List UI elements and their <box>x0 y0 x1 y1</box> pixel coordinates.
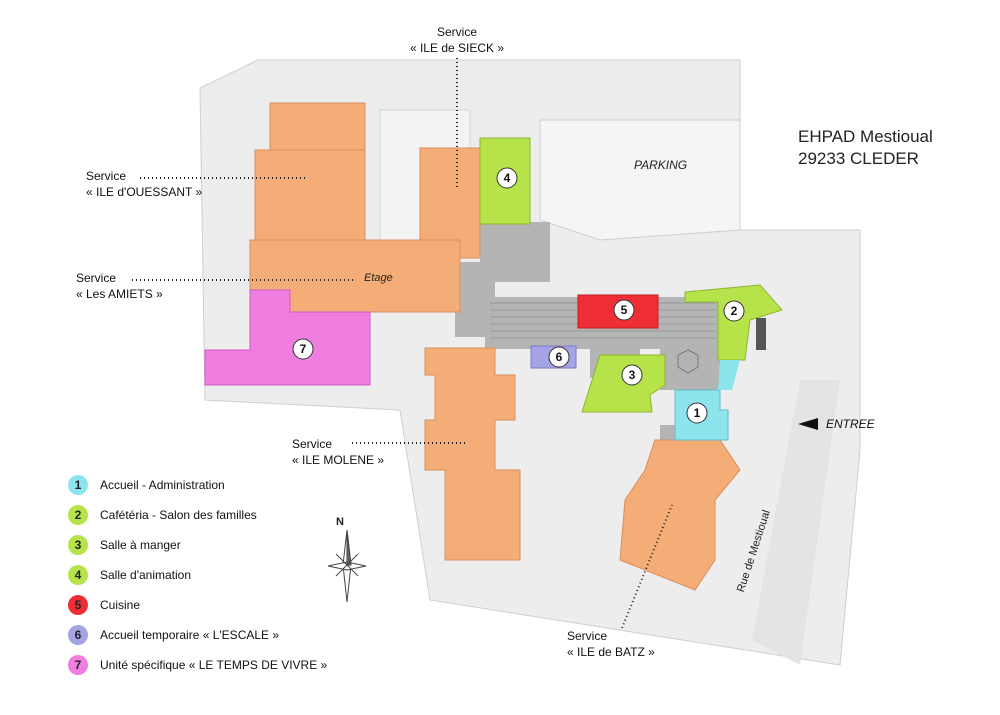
parking-label: PARKING <box>634 158 688 172</box>
legend-item: 1 Accueil - Administration <box>68 470 327 500</box>
service-label-ouessant: Service « ILE d'OUESSANT » <box>86 169 203 199</box>
legend-number: 2 <box>68 505 88 525</box>
marker-7-label: 7 <box>300 342 307 356</box>
entrance-label: ENTREE <box>826 417 875 431</box>
compass-rose-icon <box>327 529 367 603</box>
leader-lines <box>132 58 673 629</box>
site-title-line2: 29233 CLEDER <box>798 149 919 168</box>
service-label-amiets: Service « Les AMIETS » <box>76 271 163 301</box>
legend-number: 4 <box>68 565 88 585</box>
legend-item: 6 Accueil temporaire « L'ESCALE » <box>68 620 327 650</box>
legend-label: Accueil - Administration <box>100 478 225 492</box>
building-temps-de-vivre <box>204 289 371 386</box>
marker-6 <box>548 346 570 368</box>
marker-1-label: 1 <box>694 406 701 420</box>
zone-accueil-annex <box>718 360 740 390</box>
zone-cafeteria <box>684 284 783 361</box>
service-label-batz: Service « ILE de BATZ » <box>567 629 655 659</box>
marker-1 <box>686 402 708 424</box>
marker-6-label: 6 <box>556 350 563 364</box>
marker-2-label: 2 <box>731 304 738 318</box>
legend-label: Salle d'animation <box>100 568 192 582</box>
legend-label: Cuisine <box>100 598 141 612</box>
zone-salle-a-manger <box>581 354 666 413</box>
building-ile-molene <box>424 347 521 561</box>
legend-item: 2 Cafétéria - Salon des familles <box>68 500 327 530</box>
marker-4 <box>496 167 518 189</box>
legend-label: Accueil temporaire « L'ESCALE » <box>100 628 280 642</box>
legend-label: Unité spécifique « LE TEMPS DE VIVRE » <box>100 658 328 672</box>
site-title-line1: EHPAD Mestioual <box>798 127 933 146</box>
service-label-molene: Service « ILE MOLENE » <box>292 437 385 467</box>
site-title: EHPAD Mestioual 29233 CLEDER <box>798 126 933 170</box>
legend-item: 5 Cuisine <box>68 590 327 620</box>
legend-number: 7 <box>68 655 88 675</box>
corridors <box>455 222 720 440</box>
legend-number: 6 <box>68 625 88 645</box>
legend-label: Salle à manger <box>100 538 181 552</box>
marker-2 <box>723 300 745 322</box>
parking-area <box>539 119 741 241</box>
entrance-arrow-icon <box>798 418 818 430</box>
marker-3 <box>621 364 643 386</box>
markers: 1 2 3 4 5 6 7 <box>292 167 745 424</box>
legend: 1 Accueil - Administration 2 Cafétéria -… <box>68 470 327 680</box>
legend-item: 3 Salle à manger <box>68 530 327 560</box>
marker-7 <box>292 338 314 360</box>
building-ile-batz <box>619 439 741 591</box>
dark-annex <box>756 318 766 350</box>
road <box>752 380 840 665</box>
marker-5-label: 5 <box>621 303 628 317</box>
etage-label: Etage <box>364 272 393 284</box>
service-label-sieck: Service « ILE de SIECK » <box>409 25 505 55</box>
marker-3-label: 3 <box>629 368 636 382</box>
building-ile-ouessant <box>254 102 366 241</box>
legend-item: 7 Unité spécifique « LE TEMPS DE VIVRE » <box>68 650 327 680</box>
legend-number: 3 <box>68 535 88 555</box>
north-label: N <box>336 516 344 528</box>
marker-4-label: 4 <box>504 171 511 185</box>
legend-number: 1 <box>68 475 88 495</box>
legend-number: 5 <box>68 595 88 615</box>
legend-item: 4 Salle d'animation <box>68 560 327 590</box>
marker-5 <box>613 299 635 321</box>
atrium <box>677 349 699 374</box>
legend-label: Cafétéria - Salon des familles <box>100 508 257 522</box>
